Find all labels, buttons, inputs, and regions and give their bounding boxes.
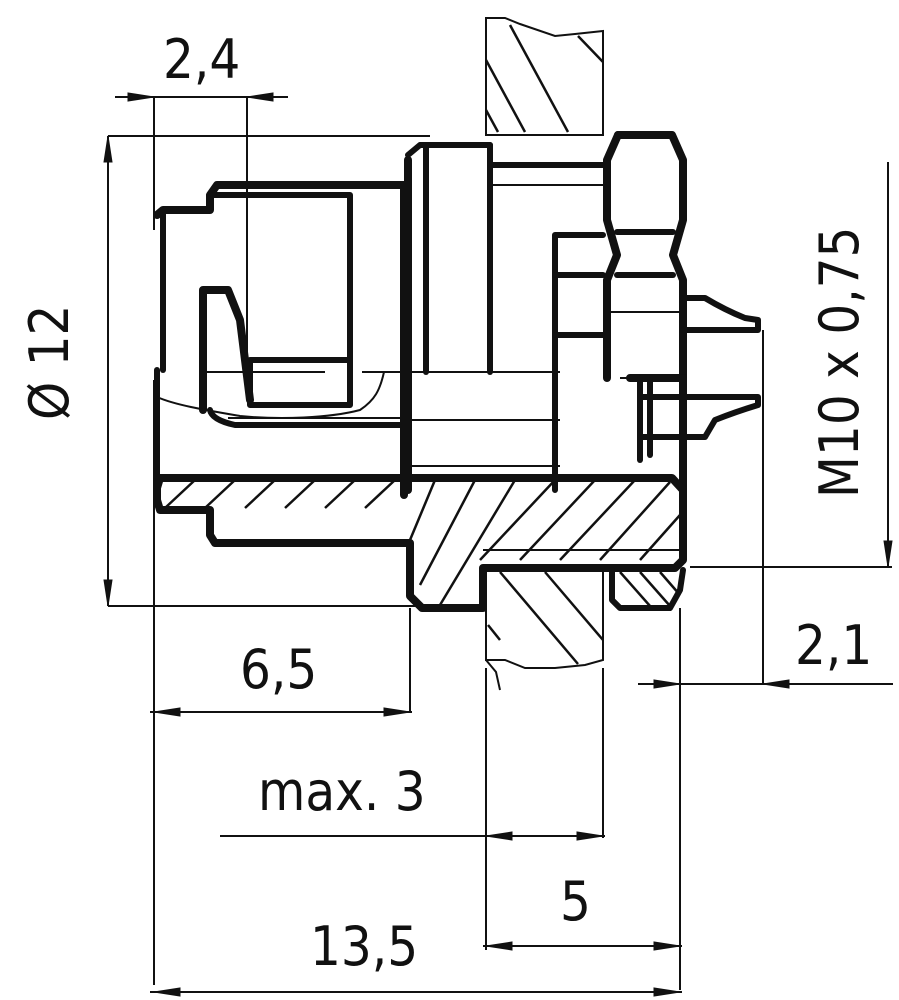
dim-label-thread-m10: M10 x 0,75: [808, 227, 871, 498]
dim-label-6-5: 6,5: [240, 638, 317, 701]
dim-label-13-5: 13,5: [310, 915, 418, 978]
connector-body: [153, 131, 761, 612]
panel-wall: [484, 17, 604, 691]
dimension-lines: [103, 92, 893, 997]
dim-label-2-4: 2,4: [163, 28, 240, 91]
dim-label-max-3: max. 3: [258, 760, 426, 823]
hatching: [164, 479, 681, 606]
dim-label-diameter-12: Ø 12: [18, 305, 81, 420]
dim-label-5: 5: [560, 870, 591, 933]
dim-label-2-1: 2,1: [795, 614, 872, 677]
